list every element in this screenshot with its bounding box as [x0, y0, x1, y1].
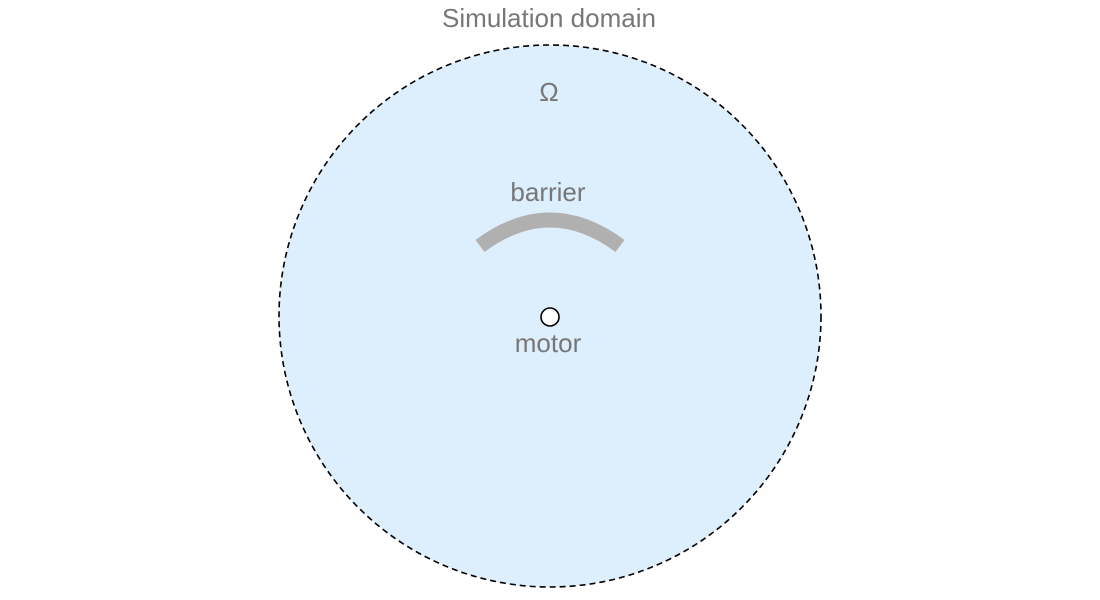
- motor-marker: [540, 307, 560, 327]
- barrier-arc: [475, 212, 625, 253]
- domain-symbol: Ω: [539, 77, 558, 107]
- diagram-title: Simulation domain: [442, 3, 656, 33]
- barrier-label: barrier: [510, 177, 585, 207]
- motor-label: motor: [515, 328, 582, 358]
